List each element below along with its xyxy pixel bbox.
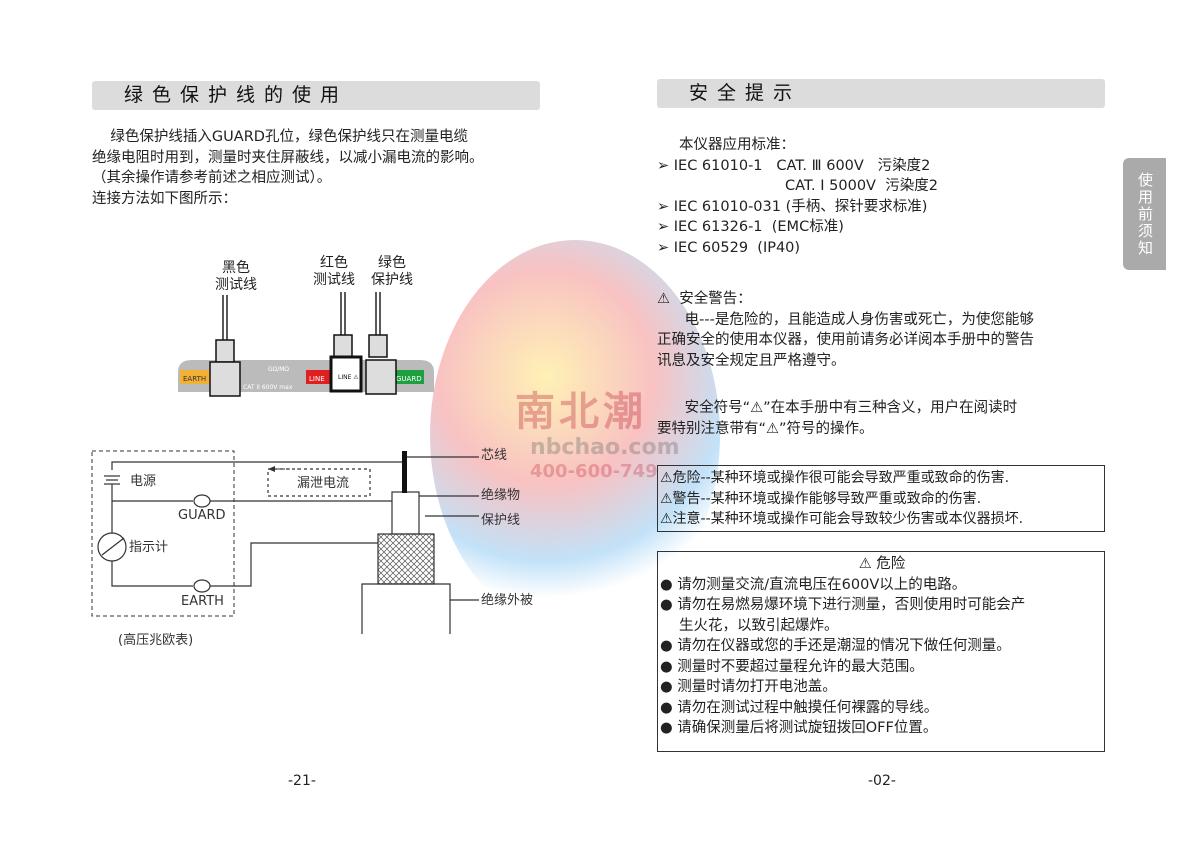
danger-title: ⚠ 危险 — [858, 556, 906, 572]
danger-item-cont: 生火花，以致引起爆炸。 — [679, 617, 839, 634]
shield-label: 保护线 — [481, 513, 520, 528]
guard-port-label: GUARD — [396, 375, 422, 383]
standards-heading: 本仪器应用标准： — [679, 137, 795, 153]
warning-line: 正确安全的使用本仪器，使用前请务必详阅本手册中的警告 — [657, 332, 1034, 348]
para-line: 连接方法如下图所示： — [92, 190, 237, 207]
danger-item: ● 请勿在易燃易爆环境下进行测量，否则使用时可能会产 — [660, 597, 1026, 613]
standard-item: ➢ IEC 60529 (IP40) — [657, 238, 938, 259]
warning-heading: ⚠ 安全警告： — [657, 291, 752, 307]
standard-text: IEC 61326-1 (EMC标准) — [673, 219, 844, 235]
left-page-number: -21- — [288, 773, 316, 789]
probe-plugs — [209, 334, 397, 397]
leakage-current-label: 漏泄电流 — [297, 475, 349, 491]
danger-item: ● 请勿测量交流/直流电压在600V以上的电路。 — [660, 576, 967, 593]
symbol-line: 安全符号“⚠”在本手册中有三种含义，用户在阅读时 — [657, 400, 1018, 416]
safety-warning: ⚠ 安全警告： 电---是危险的，且能造成人身伤害或死亡，为使您能够 正确安全的… — [657, 289, 1034, 371]
watermark-site: nbchao.com — [530, 435, 680, 460]
left-paragraph: 绿色保护线插入GUARD孔位，绿色保护线只在测量电缆 绝缘电阻时用到，测量时夹住… — [92, 127, 484, 209]
danger-item: ● 测量时不要超过量程允许的最大范围。 — [660, 658, 924, 675]
panel-cat-label: CAT II 600V max — [243, 384, 293, 391]
standard-item: ➢ IEC 61010-031 (手柄、探针要求标准) — [657, 197, 938, 218]
danger-item: ● 测量时请勿打开电池盖。 — [660, 679, 837, 695]
standard-text: IEC 60529 (IP40) — [673, 239, 801, 256]
warning-line: 电---是危险的，且能造成人身伤害或死亡，为使您能够 — [657, 311, 1034, 328]
right-page-number: -02- — [868, 773, 896, 789]
para-line: （其余操作请参考前述之相应测试）。 — [92, 170, 332, 186]
black-probe-label: 测试线 — [215, 277, 257, 293]
earth-port-label: EARTH — [183, 375, 206, 383]
level-caution: ⚠注意--某种环境或操作可能会导致较少伤害或本仪器损坏. — [660, 511, 1024, 527]
circuit-wires — [97, 456, 479, 634]
standard-item: ➢ IEC 61326-1 (EMC标准) — [657, 217, 938, 238]
standard-text: IEC 61010-031 (手柄、探针要求标准) — [673, 198, 928, 215]
core-wire — [402, 451, 407, 493]
watermark-splash — [430, 240, 720, 630]
para-line: 绝缘电阻时用到，测量时夹住屏蔽线，以减小漏电流的影响。 — [92, 149, 484, 166]
core-label: 芯线 — [481, 448, 507, 463]
green-probe-label: 保护线 — [371, 272, 413, 288]
green-probe-label: 绿色 — [378, 254, 406, 271]
diagram-caption: (高压兆欧表) — [118, 632, 193, 648]
power-label: 电源 — [130, 474, 156, 489]
guard-terminal-label: GUARD — [178, 508, 226, 523]
black-probe-label: 黑色 — [222, 259, 250, 276]
arrow-icon: ➢ — [657, 239, 674, 256]
watermark-phone: 400-600-749 — [530, 461, 658, 482]
arrow-icon: ➢ — [657, 219, 674, 235]
watermark-name: 南北潮 — [515, 389, 647, 435]
symbol-line: 要特别注意带有“⚠”符号的操作。 — [657, 420, 874, 437]
probe-cables — [222, 292, 381, 340]
danger-box: ⚠ 危险 ● 请勿测量交流/直流电压在600V以上的电路。 ● 请勿在易燃易爆环… — [657, 551, 1105, 752]
left-section-title: 绿色保护线的使用 — [92, 81, 540, 110]
panel-range-label: GΩ/MΩ — [268, 366, 289, 373]
standard-item: ➢ IEC 61010-1 CAT. Ⅲ 600V 污染度2 — [657, 156, 938, 177]
earth-port-label-bg — [180, 370, 210, 384]
standard-item-cont: CAT. Ⅰ 5000V 污染度2 — [785, 178, 938, 194]
level-warning: ⚠警告--某种环境或操作能够导致严重或致命的伤害. — [660, 490, 982, 507]
warning-line: 讯息及安全规定且严格遵守。 — [657, 352, 846, 369]
insulator-label: 绝缘物 — [481, 487, 520, 503]
para-line: 绿色保护线插入GUARD孔位，绿色保护线只在测量电缆 — [92, 129, 468, 145]
earth-terminal-label: EARTH — [181, 594, 224, 609]
arrow-icon: ➢ — [657, 157, 674, 174]
hazard-levels-box: ⚠危险--某种环境或操作很可能会导致严重或致命的伤害. ⚠警告--某种环境或操作… — [657, 465, 1105, 532]
symbol-explanation: 安全符号“⚠”在本手册中有三种含义，用户在阅读时 要特别注意带有“⚠”符号的操作… — [657, 398, 1017, 439]
danger-item: ● 请勿在仪器或您的手还是潮湿的情况下做任何测量。 — [660, 638, 1011, 654]
danger-item: ● 请勿在测试过程中触摸任何裸露的导线。 — [660, 699, 939, 716]
jacket-label: 绝缘外被 — [481, 592, 533, 608]
red-probe-label: 红色 — [320, 254, 348, 271]
meter-label: 指示计 — [129, 540, 168, 555]
arrow-icon: ➢ — [657, 198, 674, 215]
side-tab[interactable]: 使用前须知 — [1123, 158, 1166, 270]
line-port-label: LINE — [309, 375, 325, 383]
standard-text: IEC 61010-1 CAT. Ⅲ 600V 污染度2 — [673, 157, 931, 174]
level-danger: ⚠危险--某种环境或操作很可能会导致严重或致命的伤害. — [660, 470, 1010, 486]
right-section-title: 安全提示 — [657, 79, 1105, 108]
danger-item: ● 请确保测量后将测试旋钮拨回OFF位置。 — [660, 720, 938, 736]
megohmmeter-boundary — [91, 450, 235, 617]
red-probe-label: 测试线 — [313, 272, 355, 288]
line-port-marking: LINE ⚠ — [338, 374, 359, 381]
standards-list: 本仪器应用标准： ➢ IEC 61010-1 CAT. Ⅲ 600V 污染度2 … — [657, 135, 938, 258]
